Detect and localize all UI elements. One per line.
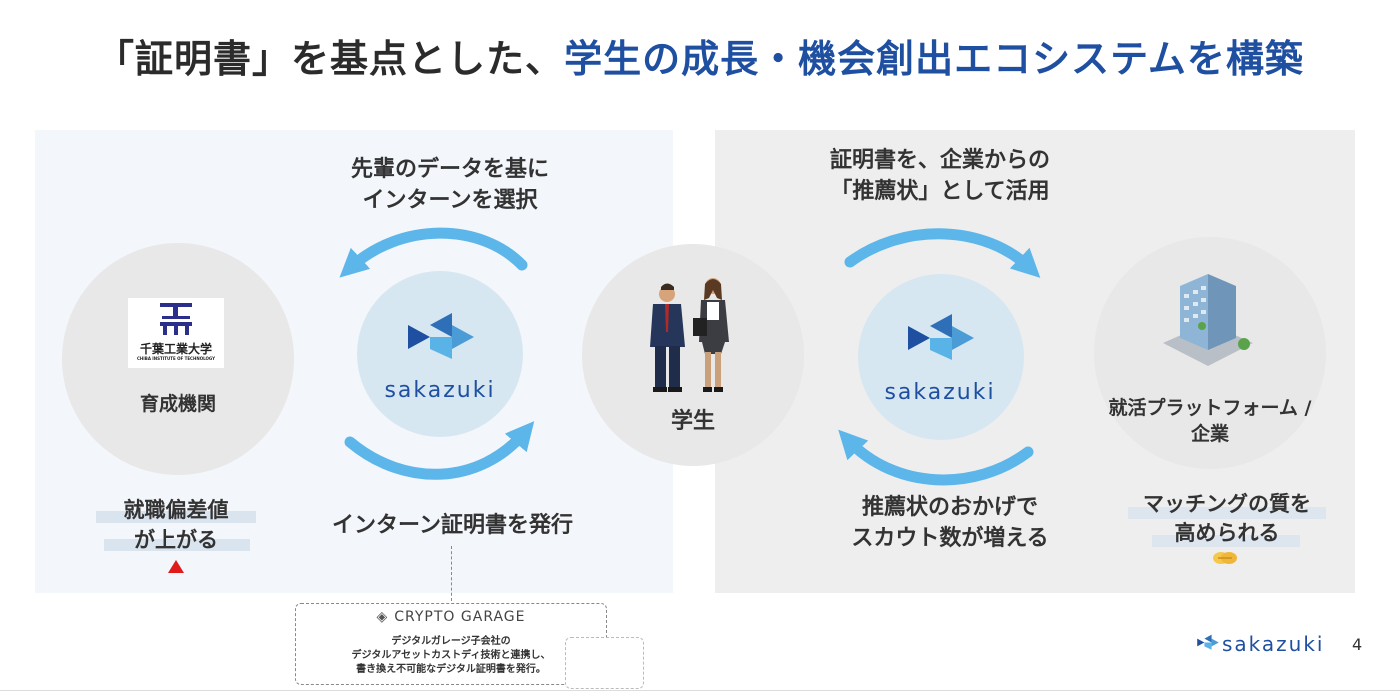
crypto-garage-logo-icon: ◈ xyxy=(376,609,389,625)
arrow-right-top xyxy=(844,228,1041,278)
right-arrow-bottom-label: 推薦状のおかげで スカウト数が増える xyxy=(800,492,1100,554)
right-arrow-bottom-line2: スカウト数が増える xyxy=(851,526,1049,551)
left-result-line2: が上がる xyxy=(134,528,218,552)
result-highlight-1 xyxy=(96,511,256,523)
sakazuki-mark-icon-left xyxy=(408,313,474,359)
title-part1: 「証明書」を基点とした、 xyxy=(96,37,565,81)
student-label: 学生 xyxy=(670,409,715,434)
sakazuki-word-right: sakazuki xyxy=(884,380,996,405)
platform-label-line1: 就活プラットフォーム / xyxy=(1108,397,1312,419)
page-number: 4 xyxy=(1352,635,1363,654)
empty-dashed-box xyxy=(565,637,644,689)
chiba-logo-sub: CHIBA INSTITUTE OF TECHNOLOGY xyxy=(137,356,215,361)
footer-sakazuki-mark-icon xyxy=(1197,634,1219,650)
red-up-triangle-icon xyxy=(168,560,184,573)
left-result-line1: 就職偏差値 xyxy=(123,498,229,522)
right-arrow-top-line1: 証明書を、企業からの xyxy=(829,148,1050,173)
matching-line2: 高められる xyxy=(1174,521,1280,545)
matching-label: マッチングの質を 高められる xyxy=(1112,490,1342,548)
matching-line1: マッチングの質を xyxy=(1143,492,1311,516)
institution-label: 育成機関 xyxy=(139,393,216,415)
left-arrow-bottom-label: インターン証明書を発行 xyxy=(332,513,573,538)
bottom-divider xyxy=(0,690,1400,691)
students-illustration-icon xyxy=(650,278,729,392)
sakazuki-circle-left xyxy=(357,271,523,437)
left-arrow-top-line2: インターンを選択 xyxy=(362,188,538,213)
crypto-line2: デジタルアセットカストディ技術と連携し、 xyxy=(351,650,551,661)
left-arrow-top-label: 先輩のデータを基に インターンを選択 xyxy=(300,154,600,216)
crypto-line1: デジタルガレージ子会社の xyxy=(391,636,511,647)
sakazuki-circle-right xyxy=(858,274,1024,440)
matching-highlight-1 xyxy=(1128,507,1326,519)
crypto-line3: 書き換え不可能なデジタル証明書を発行。 xyxy=(356,664,546,675)
crypto-garage-title: ◈ CRYPTO GARAGE xyxy=(296,609,606,625)
chiba-institute-logo: 千葉工業大学 CHIBA INSTITUTE OF TECHNOLOGY xyxy=(128,298,224,368)
footer-brand: sakazuki xyxy=(1222,632,1325,656)
crypto-garage-box: ◈ CRYPTO GARAGE デジタルガレージ子会社の デジタルアセットカストデ… xyxy=(295,603,607,685)
page-title: 「証明書」を基点とした、学生の成長・機会創出エコシステムを構築 xyxy=(0,28,1400,83)
crypto-garage-title-text: CRYPTO GARAGE xyxy=(394,609,526,625)
title-part2: 学生の成長・機会創出エコシステムを構築 xyxy=(564,37,1304,81)
platform-label: 就活プラットフォーム / 企業 xyxy=(1080,395,1340,447)
matching-highlight-2 xyxy=(1152,535,1300,547)
handshake-icon xyxy=(1213,552,1237,564)
building-icon xyxy=(1163,274,1253,366)
arrow-right-bottom xyxy=(838,429,1034,486)
crypto-connector-line xyxy=(451,546,452,601)
left-arrow-top-line1: 先輩のデータを基に xyxy=(350,157,549,182)
sakazuki-mark-icon-right xyxy=(908,314,974,360)
chiba-emblem-icon xyxy=(160,303,192,335)
right-arrow-top-label: 証明書を、企業からの 「推薦状」として活用 xyxy=(790,145,1090,207)
right-arrow-top-line2: 「推薦状」として活用 xyxy=(830,179,1050,204)
arrow-left-bottom xyxy=(344,421,535,480)
sakazuki-word-left: sakazuki xyxy=(384,378,496,403)
result-highlight-2 xyxy=(104,539,250,551)
right-arrow-bottom-line1: 推薦状のおかげで xyxy=(861,495,1038,520)
left-result-label: 就職偏差値 が上がる xyxy=(76,495,276,555)
platform-label-line2: 企業 xyxy=(1190,423,1229,445)
arrow-left-top xyxy=(339,227,528,278)
chiba-logo-name: 千葉工業大学 xyxy=(139,342,212,356)
student-circle xyxy=(582,244,804,466)
